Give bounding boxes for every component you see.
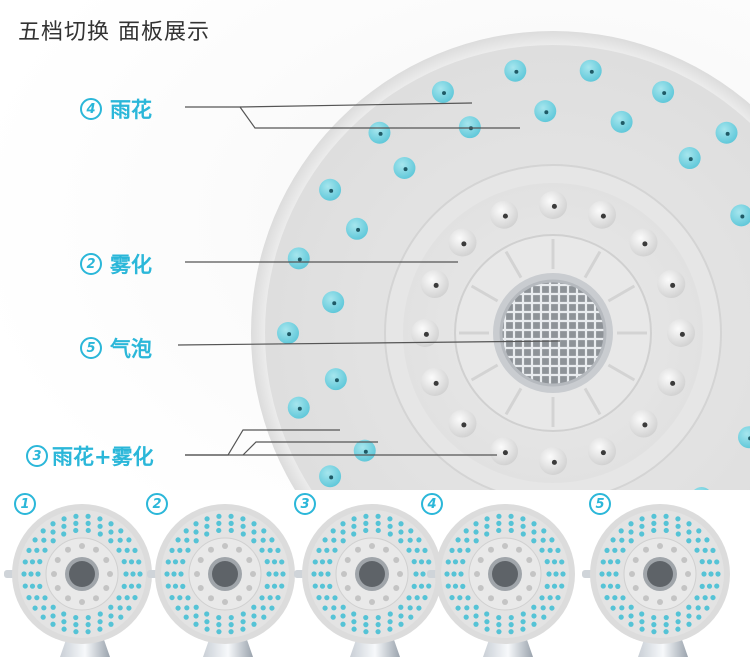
blue-nozzle <box>345 217 368 240</box>
gray-nozzle <box>411 319 439 347</box>
gray-nozzle <box>448 228 477 257</box>
callout-number: 2 <box>80 253 102 275</box>
blue-nozzle <box>277 322 299 344</box>
blue-nozzle <box>393 157 416 180</box>
blue-nozzle <box>319 178 342 201</box>
callout-rain-mist: 3 雨花+雾化 <box>26 441 154 471</box>
blue-nozzle <box>678 147 701 170</box>
gray-nozzle <box>539 191 567 219</box>
thumbnail-number-3: 3 <box>294 493 316 515</box>
blue-nozzle <box>287 396 310 419</box>
gray-nozzle <box>587 437 616 466</box>
shower-thumbnail <box>427 504 575 657</box>
blue-nozzle <box>287 247 310 270</box>
callout-label: 雨花 <box>110 98 152 122</box>
blue-nozzle <box>652 80 675 103</box>
blue-nozzle <box>353 439 376 462</box>
thumbnail-number-4: 4 <box>421 493 443 515</box>
gray-nozzle <box>657 270 686 299</box>
callout-label: 气泡 <box>110 337 152 361</box>
blue-nozzle <box>319 465 342 488</box>
shower-thumbnail <box>294 504 442 657</box>
shower-thumbnail <box>4 504 152 657</box>
gray-nozzle <box>587 200 616 229</box>
callout-rain: 4 雨花 <box>80 94 152 124</box>
blue-nozzle <box>534 100 557 123</box>
callout-number: 5 <box>80 337 102 359</box>
blue-nozzle <box>715 121 738 144</box>
thumbnail-number-1: 1 <box>14 493 36 515</box>
blue-nozzle <box>579 59 602 82</box>
blue-nozzle <box>730 204 750 227</box>
blue-nozzle <box>368 121 391 144</box>
blue-nozzle <box>504 59 527 82</box>
gray-nozzle <box>629 409 658 438</box>
blue-nozzle <box>458 116 481 139</box>
callout-label: 雨花+雾化 <box>52 445 154 469</box>
blue-nozzle <box>322 291 345 314</box>
callout-number: 3 <box>26 445 48 467</box>
shower-thumbnail <box>582 504 730 657</box>
blue-nozzle <box>610 110 633 133</box>
shower-thumbnail <box>147 504 295 657</box>
gray-nozzle <box>490 437 519 466</box>
gray-nozzle <box>629 228 658 257</box>
page-title: 五档切换 面板展示 <box>18 20 210 45</box>
gray-nozzle <box>420 367 449 396</box>
blue-nozzle <box>431 80 454 103</box>
callout-label: 雾化 <box>110 253 152 277</box>
callout-bubble: 5 气泡 <box>80 333 152 363</box>
gray-nozzle <box>490 200 519 229</box>
blue-nozzle <box>693 486 710 490</box>
callout-number: 4 <box>80 98 102 120</box>
gray-nozzle <box>448 409 477 438</box>
thumbnail-number-2: 2 <box>146 493 168 515</box>
blue-nozzle <box>324 368 347 391</box>
gray-nozzle <box>667 319 695 347</box>
gray-nozzle <box>420 270 449 299</box>
thumbnail-number-5: 5 <box>589 493 611 515</box>
callout-mist: 2 雾化 <box>80 249 152 279</box>
gray-nozzle <box>539 447 567 475</box>
gray-nozzle <box>657 367 686 396</box>
